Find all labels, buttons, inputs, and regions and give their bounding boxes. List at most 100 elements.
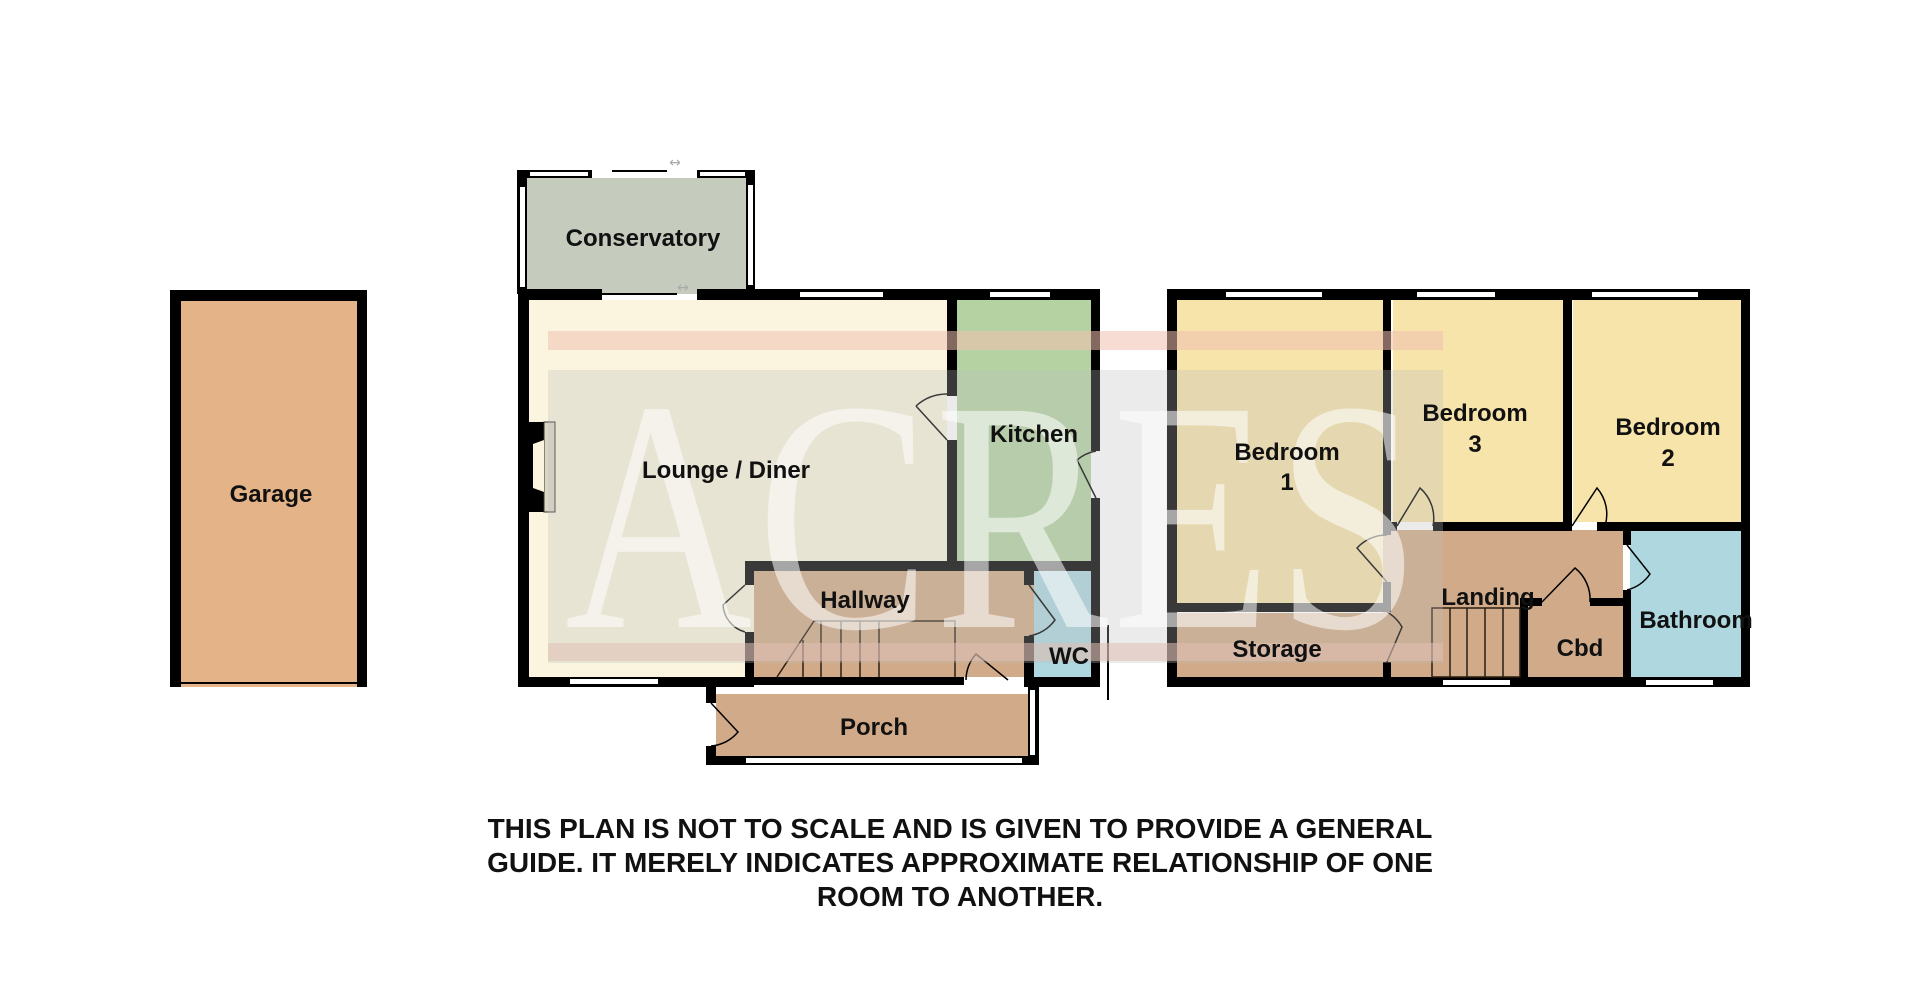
room-number-bedroom-3: 3 [1468, 431, 1481, 458]
cbd-wall-top-left [1520, 598, 1542, 606]
ground-wall-right-upper [1091, 289, 1100, 451]
room-label-kitchen: Kitchen [990, 421, 1078, 448]
bedroom-1-wall-right-lower [1383, 582, 1391, 612]
disclaimer-line: GUIDE. IT MERELY INDICATES APPROXIMATE R… [487, 847, 1433, 878]
conservatory-window-top-right [700, 172, 745, 176]
bedroom-1-wall-right-upper [1383, 300, 1391, 535]
room-label-cbd: Cbd [1557, 635, 1604, 662]
agent-watermark: ACRES [548, 331, 1443, 699]
conservatory-slider-top [612, 170, 667, 172]
room-label-lounge-diner: Lounge / Diner [642, 457, 810, 484]
door-swing-icon [722, 584, 746, 633]
watermark-logo-text: ACRES [565, 334, 1425, 699]
disclaimer-line: THIS PLAN IS NOT TO SCALE AND IS GIVEN T… [487, 813, 1433, 844]
door-swing-icon [1355, 534, 1388, 583]
wc-wall-bottom [1024, 677, 1100, 687]
watermark-stripe-top [548, 331, 1443, 350]
bedroom-1-floor [1177, 300, 1383, 603]
fireplace-opening [533, 440, 544, 492]
lounge-wall-top-right [697, 289, 1100, 300]
cbd-wall-left [1520, 598, 1528, 677]
watermark-band [548, 370, 1443, 663]
lounge-wall-top-left [518, 289, 602, 300]
door-swing-icon [1626, 544, 1651, 591]
bedroom-2-floor [1573, 300, 1741, 522]
room-label-landing: Landing [1441, 584, 1534, 611]
bathroom-wall-left-upper [1623, 531, 1631, 545]
bedroom-2-window [1592, 292, 1698, 297]
porch-window-bottom [746, 758, 1022, 763]
room-number-bedroom-1: 1 [1280, 469, 1293, 496]
porch-window-right [1030, 690, 1035, 755]
porch-floor [716, 694, 1028, 757]
room-label-conservatory: Conservatory [566, 225, 721, 252]
landing-window [1443, 680, 1510, 685]
ground-wall-right-lower [1091, 498, 1100, 687]
disclaimer-text: THIS PLAN IS NOT TO SCALE AND IS GIVEN T… [0, 812, 1920, 914]
door-swing-icon [1076, 450, 1097, 499]
watermark-stripe-bottom [548, 643, 1443, 661]
garage-wall-top [170, 290, 367, 301]
bedroom-1-wall-bottom [1177, 603, 1391, 612]
door-swing-icon [1541, 566, 1591, 603]
conservatory-window-top-left [530, 172, 588, 176]
first-floor [1167, 289, 1750, 687]
room-label-bedroom-1: Bedroom [1234, 439, 1339, 466]
bedroom-3-wall-bottom-left [1383, 522, 1397, 531]
door-swing-icon [710, 702, 740, 747]
hallway-wall-top [745, 561, 1100, 571]
room-label-hallway: Hallway [820, 587, 910, 614]
lounge-window-top [800, 292, 883, 297]
room-label-storage: Storage [1232, 636, 1321, 663]
garage-wall-right [357, 290, 367, 687]
hallway-wall-bottom [754, 677, 964, 685]
bathroom-wall-left-lower [1623, 590, 1631, 677]
bedroom-3-wall-bottom-right [1433, 522, 1572, 531]
room-labels: Conservatory Lounge / Diner Kitchen Hall… [566, 225, 1753, 741]
staircase-icon [1431, 607, 1521, 678]
door-swing-icon [1386, 611, 1403, 663]
conservatory-slider-bottom [602, 293, 677, 295]
wc-wall-left-upper [1024, 561, 1034, 585]
room-label-porch: Porch [840, 714, 908, 741]
garage-block: Garage [170, 290, 367, 687]
bedroom-3-wall-right [1563, 300, 1572, 531]
first-wall-right [1741, 289, 1750, 687]
room-label-wc: WC [1049, 643, 1089, 670]
room-number-bedroom-2: 2 [1661, 445, 1674, 472]
lounge-window-bottom [570, 679, 658, 684]
hallway-wall-left-upper [745, 561, 754, 585]
bedroom-1-window [1226, 292, 1322, 297]
bathroom-window [1646, 680, 1713, 685]
lounge-wall-left [518, 289, 529, 687]
conservatory-window-left [520, 187, 525, 287]
cbd-wall-top-right [1590, 598, 1623, 606]
conservatory-floor [527, 178, 747, 294]
bedroom-2-wall-bottom [1597, 522, 1750, 531]
room-label-bathroom: Bathroom [1639, 607, 1752, 634]
sliding-door-arrow-icon: ↔ [669, 155, 681, 171]
disclaimer-line: ROOM TO ANOTHER. [816, 881, 1104, 912]
room-label-bedroom-3: Bedroom [1422, 400, 1527, 427]
kitchen-window-top [990, 292, 1050, 297]
garage-wall-left [170, 290, 181, 687]
conservatory-window-right [748, 185, 753, 285]
room-label-bedroom-2: Bedroom [1615, 414, 1720, 441]
storage-wall-right-lower [1383, 662, 1391, 677]
wc-outer-line [1107, 625, 1109, 700]
bathroom-floor [1630, 530, 1741, 677]
door-swing-icon [1028, 584, 1056, 637]
door-swing-icon [915, 393, 948, 441]
porch-wall-left-lower [706, 746, 716, 764]
garage-floor [170, 290, 367, 687]
first-wall-left [1167, 289, 1177, 687]
sliding-door-arrow-icon: ↔ [677, 280, 689, 296]
garage-door-line [181, 682, 357, 684]
room-label-garage: Garage [230, 481, 313, 508]
door-swing-icon [1571, 486, 1608, 527]
bedroom-3-window [1417, 292, 1495, 297]
door-swing-icon [1396, 486, 1435, 527]
wc-wall-left-lower [1024, 636, 1034, 687]
porch-wall-left-upper [706, 687, 716, 703]
